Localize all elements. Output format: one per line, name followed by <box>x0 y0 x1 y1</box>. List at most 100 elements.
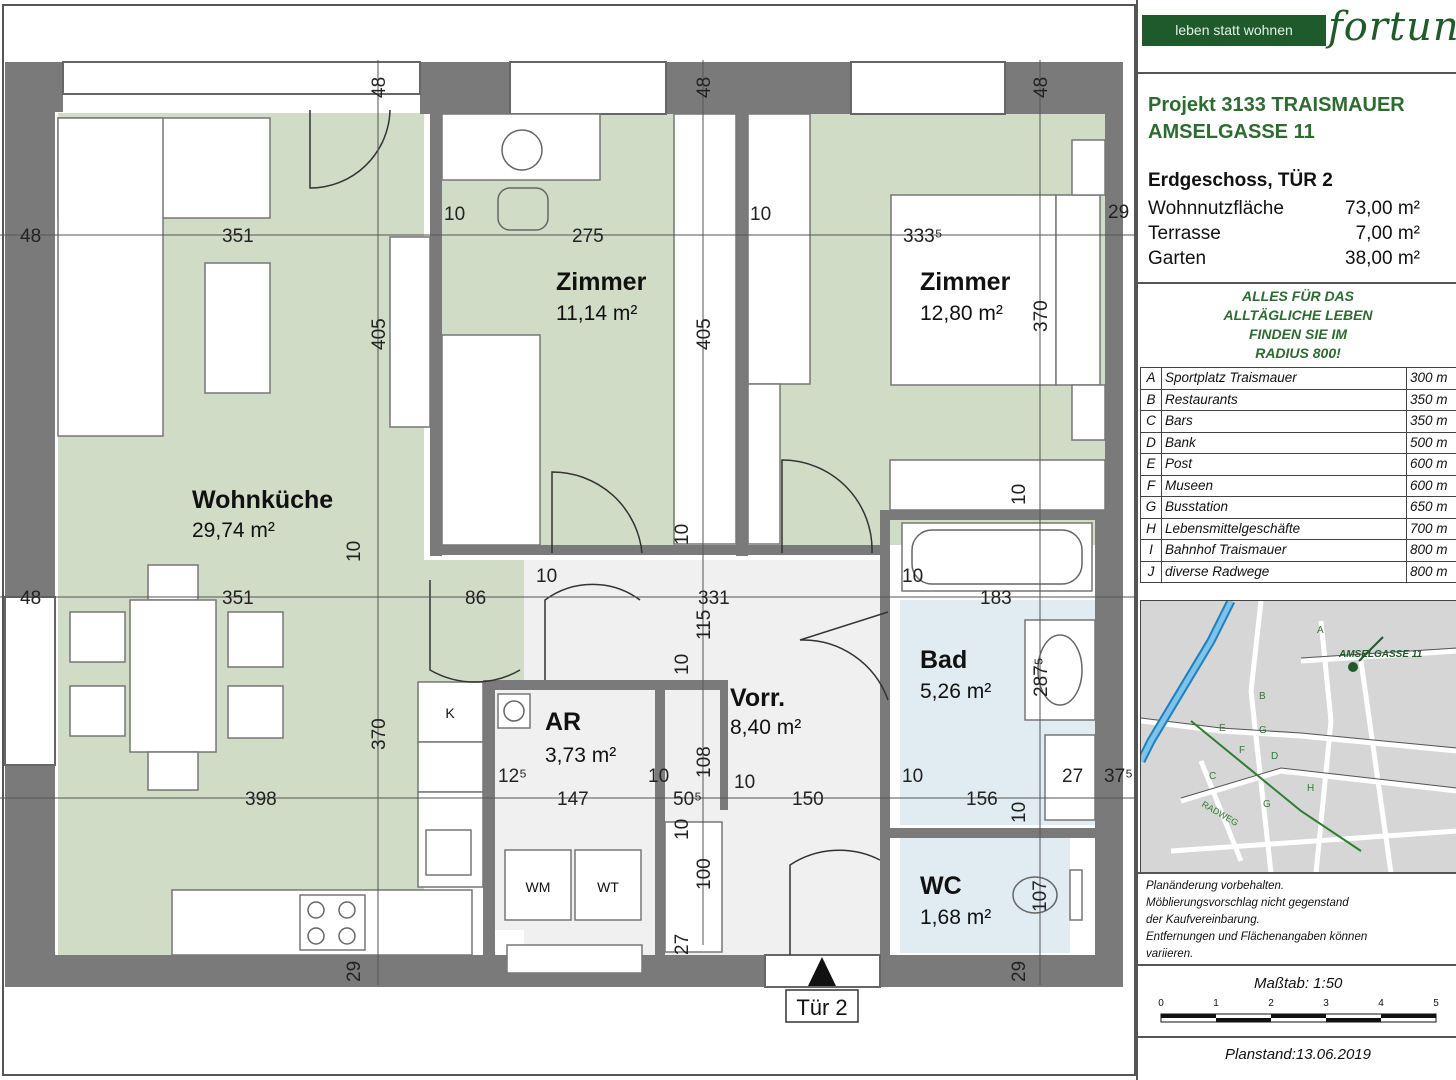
scale-tick: 4 <box>1378 998 1384 1009</box>
brand-logo: fortuna <box>1328 4 1456 50</box>
note-line: Entfernungen und Flächenangaben können <box>1146 931 1368 943</box>
room-name-vorr: Vorr. <box>730 684 785 712</box>
poi-dist: 600 m <box>1406 453 1456 476</box>
poi-key: J <box>1140 560 1162 583</box>
room-name-wohnkueche: Wohnküche <box>192 486 333 514</box>
floor-plan: Tür 2 Wohnküche 29,74 m² Zimmer 11,14 m²… <box>0 4 1136 1076</box>
room-area-bad: 5,26 m² <box>920 680 991 703</box>
dim-label: 86 <box>465 588 486 609</box>
dim-label: 48 <box>1031 77 1052 98</box>
windows <box>4 61 1006 988</box>
slogan: ALLES FÜR DAS ALLTÄGLICHE LEBEN FINDEN S… <box>1188 287 1408 363</box>
dim-label: 370 <box>369 718 390 750</box>
location-map: AMSELGASSE 11 A B C D E F G H G RADWEG <box>1140 600 1456 874</box>
dim-label: 27 <box>1062 766 1083 787</box>
dim-label: 48 <box>369 77 390 98</box>
dim-label: 405 <box>369 318 390 350</box>
scale-tick: 2 <box>1268 998 1274 1009</box>
dim-label: 405 <box>694 318 715 350</box>
scale-tick: 5 <box>1433 998 1439 1009</box>
fridge-label: K <box>445 705 455 721</box>
dim-label: 398 <box>245 789 277 810</box>
slogan-line: ALLES FÜR DAS <box>1242 288 1354 304</box>
dim-label: 156 <box>966 789 998 810</box>
dimension-labels-vertical: 48 48 48 405 405 370 10 115 10 10 10 287… <box>344 77 1052 982</box>
dim-label: 10 <box>672 524 693 545</box>
scale-tick: 1 <box>1213 998 1219 1009</box>
poi-dist: 700 m <box>1406 517 1456 540</box>
poi-key: D <box>1140 431 1162 454</box>
dimension-lines <box>0 60 1136 985</box>
room-name-bad: Bad <box>920 646 967 674</box>
poi-key: B <box>1140 388 1162 411</box>
dim-label: 10 <box>1009 484 1030 505</box>
area-label: Garten <box>1148 248 1207 269</box>
dim-label: 10 <box>344 541 365 562</box>
dim-label: 27 <box>672 934 693 955</box>
dim-label: 29 <box>1009 961 1030 982</box>
furniture <box>57 113 1106 974</box>
map-letter: B <box>1259 691 1266 702</box>
poi-dist: 650 m <box>1406 496 1456 519</box>
dim-label: 37⁵ <box>1104 766 1133 787</box>
room-name-zimmer2: Zimmer <box>920 268 1011 296</box>
area-value: 7,00 m² <box>1355 223 1420 244</box>
dim-label: 275 <box>572 226 604 247</box>
map-letter: E <box>1219 723 1226 734</box>
poi-name: Restaurants <box>1161 388 1407 411</box>
poi-key: E <box>1140 453 1162 476</box>
poi-name: Busstation <box>1161 496 1407 519</box>
walls <box>5 62 1123 987</box>
poi-name: diverse Radwege <box>1161 560 1407 583</box>
dim-label: 351 <box>222 588 254 609</box>
brand-tagline: leben statt wohnen <box>1142 15 1326 46</box>
note-line: variieren. <box>1146 948 1194 960</box>
plan-date: Planstand:13.06.2019 <box>1225 1046 1371 1063</box>
dim-label: 150 <box>792 789 824 810</box>
project-title: Projekt 3133 TRAISMAUER AMSELGASSE 11 <box>1148 92 1405 146</box>
dim-label: 48 <box>20 226 41 247</box>
room-name-wc: WC <box>920 872 962 900</box>
project-line2: AMSELGASSE 11 <box>1148 121 1315 143</box>
entrance-label-box <box>785 989 859 1023</box>
dim-label: 100 <box>694 858 715 890</box>
poi-dist: 350 m <box>1406 410 1456 433</box>
floor-unit: Erdgeschoss, TÜR 2 <box>1148 170 1333 191</box>
note-line: Planänderung vorbehalten. <box>1146 880 1285 892</box>
room-name-ar: AR <box>545 708 581 736</box>
title-block: leben statt wohnen fortuna Projekt 3133 … <box>1136 0 1456 1080</box>
room-area-vorr: 8,40 m² <box>730 716 801 739</box>
map-letter: F <box>1239 745 1245 756</box>
dim-label: 10 <box>648 766 669 787</box>
dim-label: 48 <box>20 588 41 609</box>
map-letters: A B C D E F G H G <box>1209 625 1324 810</box>
poi-name: Lebensmittelgeschäfte <box>1161 517 1407 540</box>
poi-dist: 300 m <box>1406 367 1456 390</box>
dim-label: 147 <box>557 789 589 810</box>
area-value: 38,00 m² <box>1345 248 1420 269</box>
dim-label: 29 <box>344 961 365 982</box>
fixtures <box>307 129 1083 945</box>
map-graphic: AMSELGASSE 11 A B C D E F G H G RADWEG <box>1141 601 1456 873</box>
poi-name: Bahnhof Traismauer <box>1161 539 1407 562</box>
map-letter: C <box>1209 771 1216 782</box>
poi-key: A <box>1140 367 1162 390</box>
poi-key: C <box>1140 410 1162 433</box>
map-street-edges <box>1141 647 1456 799</box>
area-value: 73,00 m² <box>1345 198 1420 219</box>
dim-label: 10 <box>750 204 771 225</box>
room-area-wohnkueche: 29,74 m² <box>192 519 275 542</box>
dim-label: 29 <box>1108 202 1129 223</box>
dim-label: 115 <box>694 610 715 640</box>
scale-tick: 0 <box>1158 998 1164 1009</box>
dim-label: 48 <box>694 77 715 98</box>
poi-dist: 800 m <box>1406 560 1456 583</box>
dryer-label: WT <box>597 879 619 895</box>
